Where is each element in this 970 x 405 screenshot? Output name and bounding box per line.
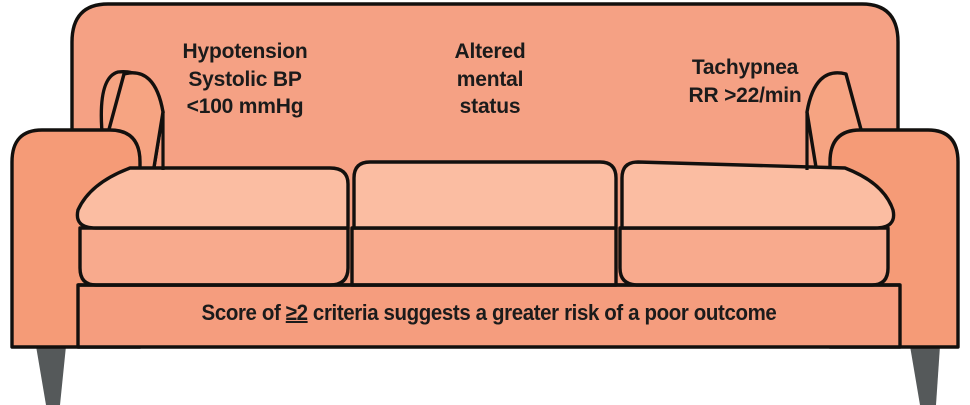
sofa-leg-right (910, 346, 940, 405)
sofa-seat-cushion-right (620, 160, 896, 230)
sofa-seat-cushion-left (75, 166, 350, 230)
sofa-seat-band-left (78, 226, 350, 287)
sofa-base-skirt (76, 283, 902, 349)
sofa-seat-cushion-middle (352, 160, 618, 230)
sofa-seat-band-right (618, 226, 890, 287)
sofa-seat-band-middle (350, 226, 618, 287)
sofa-leg-left (36, 346, 66, 405)
